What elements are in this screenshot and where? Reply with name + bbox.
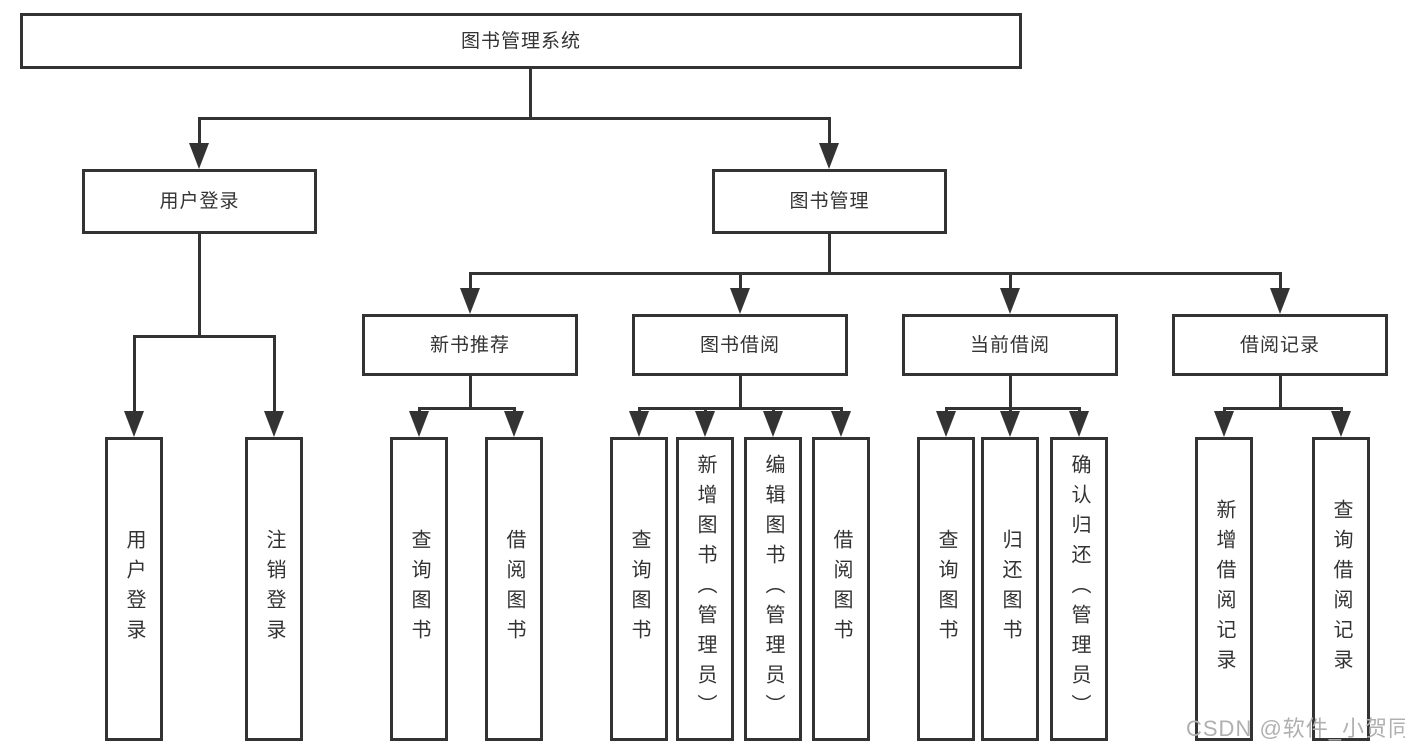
node-logout-op: 注销登录 [245, 437, 303, 741]
node-bb-edit-books-label: 编辑图书（管理员） [762, 454, 784, 724]
connector-line [638, 407, 641, 413]
arrow-down-icon [936, 411, 956, 437]
node-nb-query-books: 查询图书 [390, 437, 448, 741]
connector-line [1223, 407, 1343, 410]
connector-line [133, 335, 276, 338]
connector-line [469, 272, 472, 289]
node-bb-query-books-label: 查询图书 [628, 529, 650, 649]
connector-line [772, 407, 775, 413]
arrow-down-icon [629, 411, 649, 437]
node-root: 图书管理系统 [20, 13, 1022, 69]
connector-line [828, 234, 831, 274]
node-cb-return-books-label: 归还图书 [999, 529, 1021, 649]
arrow-down-icon [695, 411, 715, 437]
node-user-login-op: 用户登录 [105, 437, 163, 741]
arrow-down-icon [1331, 411, 1351, 437]
node-root-label: 图书管理系统 [460, 30, 581, 52]
connector-line [1009, 376, 1012, 410]
node-nb-borrow-books-label: 借阅图书 [503, 529, 525, 649]
arrow-down-icon [831, 411, 851, 437]
node-user-login: 用户登录 [82, 169, 317, 234]
connector-line [133, 335, 136, 412]
node-book-borrowing-label: 图书借阅 [699, 334, 780, 356]
connector-line [828, 117, 831, 145]
arrow-down-icon [1000, 288, 1020, 314]
arrow-down-icon [264, 411, 284, 437]
node-bb-query-books: 查询图书 [610, 437, 668, 741]
connector-line [418, 407, 516, 410]
node-user-login-label: 用户登录 [159, 191, 240, 212]
arrow-down-icon [1214, 411, 1234, 437]
connector-line [739, 376, 742, 410]
connector-line [1223, 407, 1226, 413]
node-nb-borrow-books: 借阅图书 [485, 437, 543, 741]
arrow-down-icon [460, 288, 480, 314]
node-current-borrowing-label: 当前借阅 [969, 334, 1050, 356]
node-bb-borrow-books: 借阅图书 [812, 437, 870, 741]
arrow-down-icon [763, 411, 783, 437]
arrow-down-icon [730, 288, 750, 314]
node-br-add-record: 新增借阅记录 [1195, 437, 1253, 741]
arrow-down-icon [124, 411, 144, 437]
connector-line [529, 69, 532, 120]
connector-line [198, 117, 831, 120]
node-new-book-recommend: 新书推荐 [362, 314, 578, 376]
connector-line [1279, 272, 1282, 289]
arrow-down-icon [819, 143, 839, 169]
connector-line [739, 272, 742, 289]
arrow-down-icon [1000, 411, 1020, 437]
node-cb-return-books: 归还图书 [981, 437, 1039, 741]
connector-line [1340, 407, 1343, 413]
connector-line [469, 376, 472, 410]
node-book-borrowing: 图书借阅 [632, 314, 848, 376]
node-cb-query-books-label: 查询图书 [935, 529, 957, 649]
node-current-borrowing: 当前借阅 [902, 314, 1118, 376]
connector-line [945, 407, 1081, 410]
connector-line [513, 407, 516, 413]
connector-line [418, 407, 421, 413]
node-book-management-label: 图书管理 [789, 191, 870, 212]
arrow-down-icon [409, 411, 429, 437]
csdn-watermark: CSDN @软件_小贺同学 [1186, 716, 1405, 741]
node-br-query-record-label: 查询借阅记录 [1330, 499, 1352, 679]
connector-line [198, 117, 201, 145]
node-book-management: 图书管理 [712, 169, 947, 234]
node-cb-confirm-return: 确认归还（管理员） [1050, 437, 1108, 741]
connector-line [1279, 376, 1282, 410]
arrow-down-icon [1270, 288, 1290, 314]
arrow-down-icon [1069, 411, 1089, 437]
arrow-down-icon [504, 411, 524, 437]
node-logout-op-label: 注销登录 [263, 529, 285, 649]
connector-line [1009, 272, 1012, 289]
connector-line [273, 335, 276, 412]
node-new-book-recommend-label: 新书推荐 [429, 334, 510, 356]
node-bb-borrow-books-label: 借阅图书 [830, 529, 852, 649]
node-user-login-op-label: 用户登录 [123, 529, 145, 649]
node-bb-add-books: 新增图书（管理员） [676, 437, 734, 741]
node-nb-query-books-label: 查询图书 [408, 529, 430, 649]
node-borrowing-records: 借阅记录 [1172, 314, 1388, 376]
connector-line [469, 272, 1282, 275]
connector-line [638, 407, 843, 410]
node-bb-add-books-label: 新增图书（管理员） [694, 454, 716, 724]
node-bb-edit-books: 编辑图书（管理员） [744, 437, 802, 741]
connector-line [198, 234, 201, 337]
arrow-down-icon [189, 143, 209, 169]
connector-line [704, 407, 707, 413]
connector-line [945, 407, 948, 413]
node-br-query-record: 查询借阅记录 [1312, 437, 1370, 741]
connector-line [840, 407, 843, 413]
node-cb-confirm-return-label: 确认归还（管理员） [1068, 454, 1090, 724]
node-cb-query-books: 查询图书 [917, 437, 975, 741]
node-borrowing-records-label: 借阅记录 [1239, 334, 1320, 356]
connector-line [1078, 407, 1081, 413]
node-br-add-record-label: 新增借阅记录 [1213, 499, 1235, 679]
connector-line [1009, 407, 1012, 413]
